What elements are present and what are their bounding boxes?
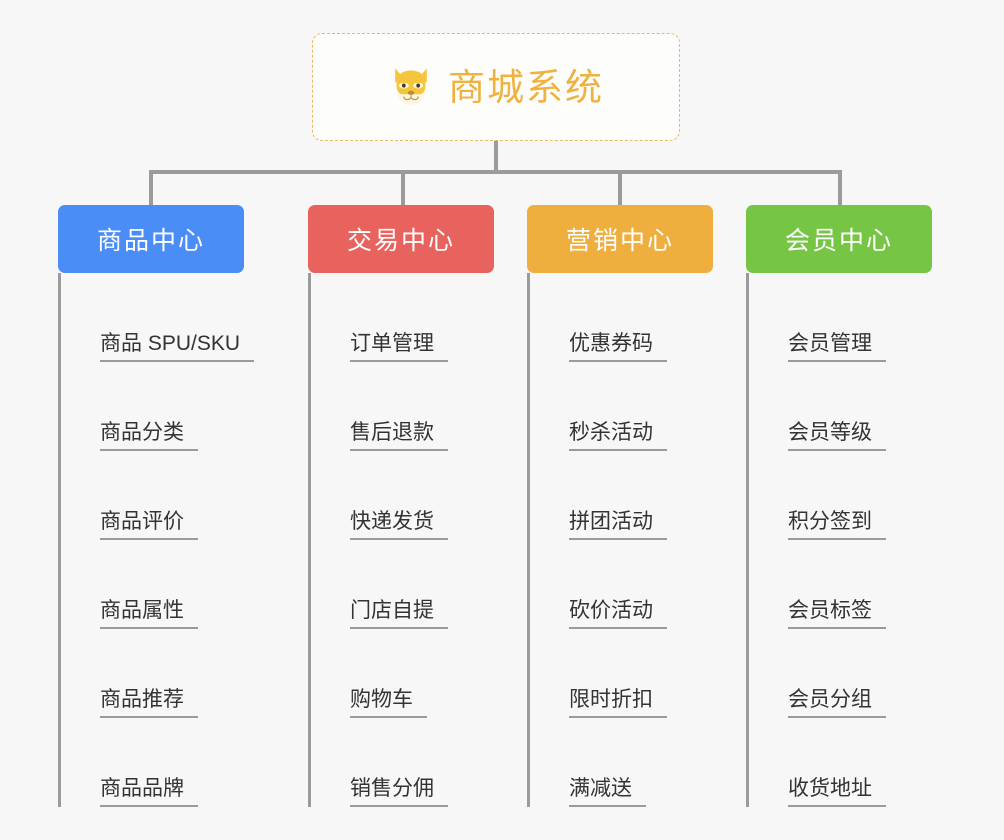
leaf-item-label: 会员分组 (788, 688, 886, 718)
leaf-item[interactable]: 商品推荐 (64, 629, 244, 718)
leaf-item-label: 商品属性 (100, 599, 198, 629)
leaf-item[interactable]: 订单管理 (314, 273, 494, 362)
leaf-item-label: 销售分佣 (350, 777, 448, 807)
leaf-item[interactable]: 限时折扣 (533, 629, 713, 718)
leaf-item[interactable]: 商品评价 (64, 451, 244, 540)
leaf-item[interactable]: 会员管理 (752, 273, 932, 362)
leaf-item[interactable]: 商品 SPU/SKU (64, 273, 255, 362)
leaf-item-label: 商品品牌 (100, 777, 198, 807)
leaf-item[interactable]: 秒杀活动 (533, 362, 713, 451)
category-label: 营销中心 (565, 227, 674, 255)
shiba-dog-icon (395, 68, 427, 105)
category-column-product-center: 商品中心商品 SPU/SKU 商品分类商品评价商品属性商品推荐商品品牌 (58, 205, 255, 807)
category-label: 交易中心 (346, 227, 455, 255)
connector-drop-member (838, 170, 842, 206)
connector-drop-product (149, 170, 153, 206)
leaf-item[interactable]: 砍价活动 (533, 540, 713, 629)
category-header-product-center[interactable]: 商品中心 (58, 205, 244, 273)
category-header-marketing-center[interactable]: 营销中心 (527, 205, 713, 273)
leaf-item-label: 售后退款 (350, 421, 448, 451)
leaf-item-label: 收货地址 (788, 777, 886, 807)
leaf-list-product-center: 商品 SPU/SKU 商品分类商品评价商品属性商品推荐商品品牌 (58, 273, 255, 807)
leaf-item[interactable]: 会员等级 (752, 362, 932, 451)
root-title: 商城系统 (448, 66, 604, 108)
category-label: 商品中心 (96, 227, 205, 255)
leaf-item[interactable]: 积分签到 (752, 451, 932, 540)
leaf-item[interactable]: 会员分组 (752, 629, 932, 718)
leaf-list-trade-center: 订单管理售后退款快递发货门店自提购物车销售分佣 (308, 273, 494, 807)
leaf-item-label: 会员等级 (788, 421, 886, 451)
leaf-item-label: 门店自提 (350, 599, 448, 629)
connector-drop-marketing (618, 170, 622, 206)
leaf-item-label: 会员标签 (788, 599, 886, 629)
leaf-item[interactable]: 商品属性 (64, 540, 244, 629)
leaf-item[interactable]: 售后退款 (314, 362, 494, 451)
leaf-item-label: 积分签到 (788, 510, 886, 540)
leaf-item-label: 满减送 (569, 777, 646, 807)
leaf-item[interactable]: 收货地址 (752, 718, 932, 807)
leaf-item-label: 砍价活动 (569, 599, 667, 629)
category-header-trade-center[interactable]: 交易中心 (308, 205, 494, 273)
leaf-item-label: 购物车 (350, 688, 427, 718)
leaf-item-label: 拼团活动 (569, 510, 667, 540)
leaf-item[interactable]: 优惠券码 (533, 273, 713, 362)
leaf-item-label: 快递发货 (350, 510, 448, 540)
leaf-list-marketing-center: 优惠券码秒杀活动拼团活动砍价活动限时折扣满减送 (527, 273, 713, 807)
leaf-item-label: 订单管理 (350, 332, 448, 362)
leaf-item[interactable]: 快递发货 (314, 451, 494, 540)
connector-root-stem (494, 141, 498, 174)
leaf-item-label: 限时折扣 (569, 688, 667, 718)
category-column-member-center: 会员中心会员管理会员等级积分签到会员标签会员分组收货地址 (746, 205, 932, 807)
leaf-item[interactable]: 销售分佣 (314, 718, 494, 807)
category-label: 会员中心 (784, 227, 893, 255)
leaf-item[interactable]: 购物车 (314, 629, 494, 718)
leaf-item-label: 商品 SPU/SKU (100, 332, 255, 362)
leaf-item[interactable]: 会员标签 (752, 540, 932, 629)
leaf-item-label: 商品推荐 (100, 688, 198, 718)
leaf-item-label: 优惠券码 (569, 332, 667, 362)
leaf-item[interactable]: 商品品牌 (64, 718, 244, 807)
leaf-item[interactable]: 拼团活动 (533, 451, 713, 540)
leaf-item[interactable]: 满减送 (533, 718, 713, 807)
category-column-marketing-center: 营销中心优惠券码秒杀活动拼团活动砍价活动限时折扣满减送 (527, 205, 713, 807)
category-header-member-center[interactable]: 会员中心 (746, 205, 932, 273)
root-node[interactable]: 商城系统 (312, 33, 680, 141)
leaf-item-label: 商品分类 (100, 421, 198, 451)
leaf-list-member-center: 会员管理会员等级积分签到会员标签会员分组收货地址 (746, 273, 932, 807)
leaf-item-label: 秒杀活动 (569, 421, 667, 451)
connector-horizontal-bus (149, 170, 842, 174)
leaf-item-label: 会员管理 (788, 332, 886, 362)
leaf-item[interactable]: 门店自提 (314, 540, 494, 629)
leaf-item-label: 商品评价 (100, 510, 198, 540)
category-column-trade-center: 交易中心订单管理售后退款快递发货门店自提购物车销售分佣 (308, 205, 494, 807)
leaf-item[interactable]: 商品分类 (64, 362, 244, 451)
connector-drop-trade (401, 170, 405, 206)
